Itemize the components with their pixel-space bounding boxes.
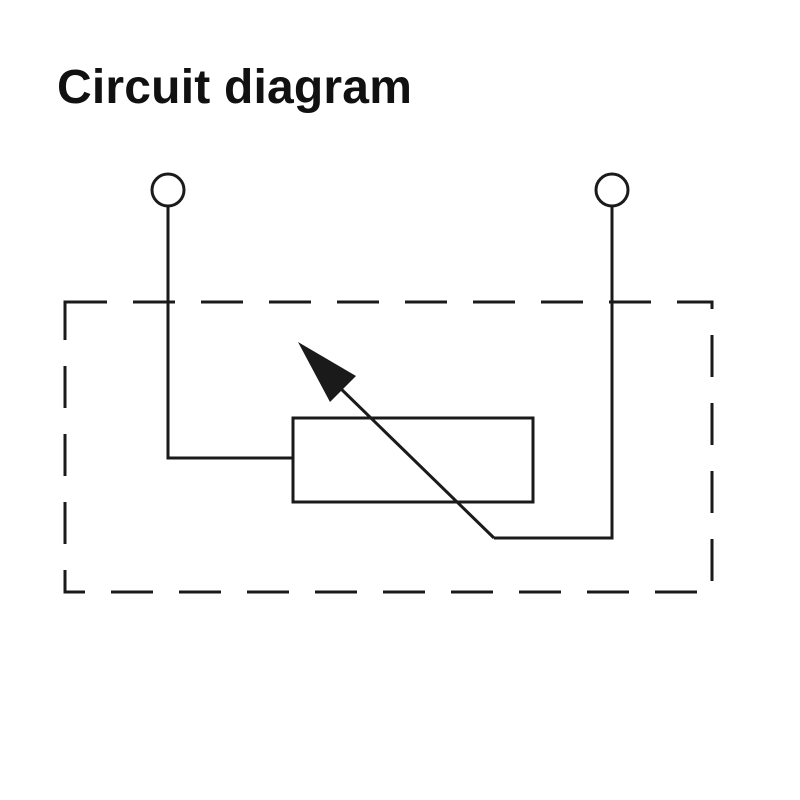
left-lead-wire: [166, 206, 293, 460]
right-lead-wire: [494, 206, 614, 540]
variable-arrow-line: [334, 382, 496, 540]
page-title: Circuit diagram: [57, 61, 413, 114]
left-terminal: [150, 172, 186, 208]
variable-arrow-head: [298, 342, 356, 402]
resistor-body: [291, 416, 535, 504]
dashed-enclosure: [63, 300, 714, 594]
right-terminal: [594, 172, 630, 208]
